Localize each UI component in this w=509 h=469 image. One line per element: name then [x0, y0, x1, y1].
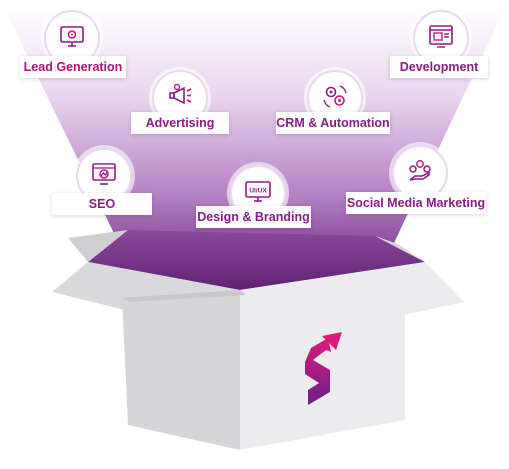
megaphone-gear-icon: [165, 81, 195, 116]
box-right-face: [240, 274, 405, 450]
uiux-text: UI/UX: [249, 187, 267, 194]
s-arrow-logo: [305, 332, 342, 405]
browser-code-icon: [426, 21, 456, 56]
box-front-face: [122, 290, 240, 450]
advertising-label: Advertising: [131, 112, 229, 134]
monitor-uiux-icon: UI/UX: [243, 176, 273, 211]
seo-label: SEO: [52, 193, 152, 215]
lead-generation-label: Lead Generation: [20, 56, 126, 78]
monitor-gear-icon: [57, 21, 87, 56]
social-media-marketing-label: Social Media Marketing: [346, 192, 486, 214]
box-opening: [88, 230, 425, 290]
monitor-chart-icon: [89, 159, 119, 194]
crm-automation-label: CRM & Automation: [276, 112, 390, 134]
hand-social-icon: [405, 156, 435, 191]
design-branding-label: Design & Branding: [196, 206, 311, 228]
gears-cycle-icon: [320, 81, 350, 116]
development-label: Development: [390, 56, 488, 78]
